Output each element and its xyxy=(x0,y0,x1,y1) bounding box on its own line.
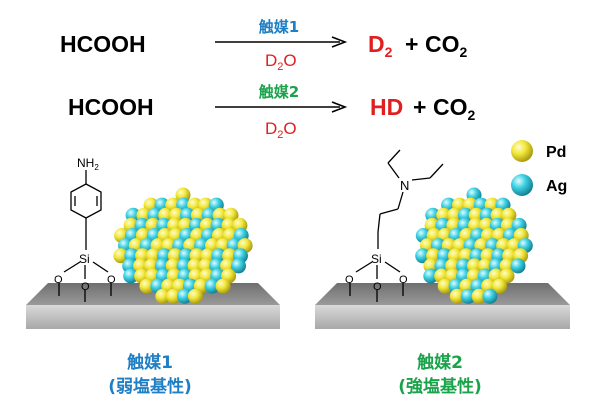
pd-atom xyxy=(187,288,203,304)
product-co2-1: CO2 xyxy=(425,31,468,60)
propyl-bond-3 xyxy=(377,213,381,233)
oxygen-label-1c: O xyxy=(107,274,116,286)
reaction-1: HCOOH 触媒1 D2O D2 + CO2 xyxy=(60,18,468,73)
aminophenyl-linker xyxy=(58,170,112,302)
ethyl-bond-b2 xyxy=(429,163,444,179)
solvent-label-1: D2O xyxy=(265,51,297,73)
plate-front-1 xyxy=(26,305,280,329)
pd-atom xyxy=(139,278,155,294)
oxygen-label-1b: O xyxy=(81,281,90,293)
reaction-2: HCOOH 触媒2 D2O HD + CO2 xyxy=(68,83,476,141)
ethyl-bond-b1 xyxy=(411,177,431,181)
si-label-2: Si xyxy=(371,252,382,266)
pd-atom xyxy=(215,278,231,294)
pd-atom xyxy=(155,288,171,304)
legend: Pd Ag xyxy=(511,140,567,196)
si-o-bond-left-2 xyxy=(355,261,373,273)
pd-atom xyxy=(492,278,508,294)
ag-atom xyxy=(510,258,526,274)
legend-pd-label: Pd xyxy=(546,144,566,161)
ag-atom xyxy=(177,288,192,304)
arrow-head-2 xyxy=(331,101,348,113)
support-plate-2 xyxy=(315,283,570,329)
si-label-1: Si xyxy=(79,252,90,266)
propyl-bond-1 xyxy=(397,191,404,210)
plate-front-2 xyxy=(315,305,570,329)
catalyst-label-2: 触媒2 xyxy=(259,83,299,101)
plus-sign-2: + xyxy=(413,94,426,120)
ag-atom xyxy=(204,278,220,294)
ag-atom xyxy=(123,268,139,284)
pd-atom xyxy=(113,248,129,264)
pdag-nanoparticle-2 xyxy=(415,187,533,304)
ag-sphere-icon xyxy=(511,174,533,196)
plus-sign-1: + xyxy=(405,31,418,57)
pd-atom xyxy=(166,288,182,304)
pdag-nanoparticle-1 xyxy=(113,187,253,304)
ag-atom xyxy=(415,248,431,264)
si-o-bond-right xyxy=(92,261,109,273)
pd-atom xyxy=(449,288,465,304)
diethylamino-linker xyxy=(349,149,444,302)
catalyst-1-description: (弱塩基性) xyxy=(108,376,192,397)
nitrogen-label: N xyxy=(400,178,409,193)
amine-label: NH2 xyxy=(77,156,99,172)
catalyst-1-name: 触媒1 xyxy=(126,352,173,373)
solvent-label-2: D2O xyxy=(265,119,297,141)
arrow-head-1 xyxy=(331,36,348,48)
catalyst-2-name: 触媒2 xyxy=(416,352,463,373)
reactant-2: HCOOH xyxy=(68,94,154,120)
ag-atom xyxy=(423,268,439,284)
ethyl-bond-a1 xyxy=(387,162,400,179)
pd-atom xyxy=(471,288,487,304)
ag-atom xyxy=(482,288,498,304)
ethyl-bond-a2 xyxy=(387,149,401,164)
product-d2: D2 xyxy=(368,31,393,60)
oxygen-label-2a: O xyxy=(345,274,354,286)
ag-atom xyxy=(460,288,476,304)
oxygen-label-2c: O xyxy=(399,274,408,286)
product-hd: HD xyxy=(370,94,403,120)
propyl-bond-2 xyxy=(379,208,399,215)
ag-atom xyxy=(231,258,246,274)
si-o-bond-right-2 xyxy=(384,261,401,273)
pd-atom xyxy=(437,278,453,294)
pd-sphere-icon xyxy=(511,140,533,162)
product-co2-2: CO2 xyxy=(433,94,476,123)
reactant-1: HCOOH xyxy=(60,31,146,57)
oxygen-label-1a: O xyxy=(54,274,63,286)
catalyst-label-1: 触媒1 xyxy=(259,18,299,36)
si-o-bond-left xyxy=(63,261,81,273)
catalyst-2-description: (強塩基性) xyxy=(398,376,482,397)
legend-ag-label: Ag xyxy=(546,178,567,195)
oxygen-label-2b: O xyxy=(373,281,382,293)
